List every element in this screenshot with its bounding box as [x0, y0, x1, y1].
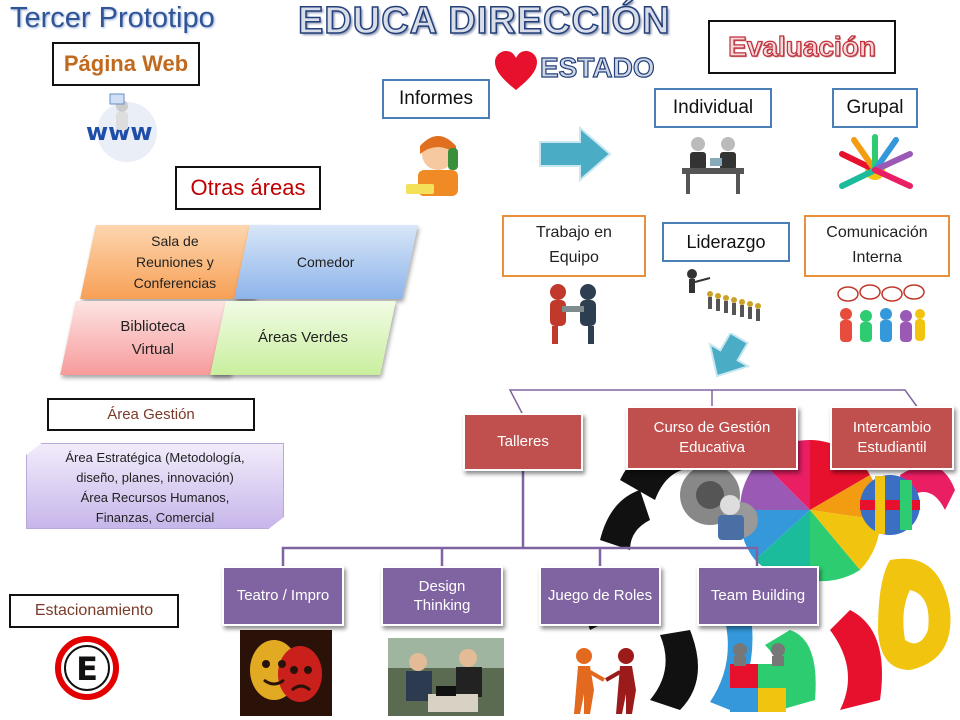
phone-call-icon [406, 136, 458, 196]
evaluacion-box[interactable]: Evaluación [708, 20, 896, 74]
design-thinking-photo [388, 638, 504, 716]
parking-icon: E [55, 636, 119, 700]
estacionamiento-label: Estacionamiento [34, 602, 154, 619]
arrow-right-icon [539, 126, 612, 182]
web-page-box[interactable]: Página Web [52, 42, 200, 86]
criteria-comunicacion[interactable]: Comunicación Interna [804, 215, 950, 277]
otras-areas-label: Otras áreas [190, 175, 306, 200]
evaluacion-label: Evaluación [727, 30, 876, 62]
node-intercambio[interactable]: Intercambio Estudiantil [830, 406, 954, 470]
grupal-box[interactable]: Grupal [832, 88, 918, 128]
puzzle-team-icon [730, 643, 786, 712]
theater-masks-icon [240, 630, 332, 716]
role-play-icon [574, 648, 636, 714]
estacionamiento-box[interactable]: Estacionamiento [9, 594, 179, 628]
node-juego-roles[interactable]: Juego de Roles [539, 566, 661, 626]
criteria-trabajo-equipo[interactable]: Trabajo en Equipo [502, 215, 646, 277]
criteria-liderazgo[interactable]: Liderazgo [662, 222, 790, 262]
individual-label: Individual [672, 97, 754, 118]
subtitle: Tercer Prototipo [10, 2, 215, 34]
page-title: EDUCA DIRECCIÓN [297, 0, 671, 43]
communication-icon [837, 284, 925, 342]
node-teatro-impro[interactable]: Teatro / Impro [222, 566, 344, 626]
www-icon: www [86, 93, 157, 162]
arrow-down-icon [708, 333, 751, 378]
gear-person-icon [680, 465, 758, 540]
otras-areas-box[interactable]: Otras áreas [175, 166, 321, 210]
area-comedor[interactable]: Comedor [234, 225, 418, 299]
area-verdes[interactable]: Áreas Verdes [210, 301, 396, 375]
area-gestion-box[interactable]: Área Gestión [47, 398, 255, 431]
web-page-label: Página Web [63, 51, 189, 76]
informes-label: Informes [399, 88, 473, 109]
gestion-description: Área Estratégica (Metodología, diseño, p… [26, 443, 284, 529]
area-gestion-label: Área Gestión [107, 406, 195, 423]
grupal-label: Grupal [846, 97, 904, 118]
heart-icon [495, 51, 537, 90]
individual-box[interactable]: Individual [654, 88, 772, 128]
node-design-thinking[interactable]: Design Thinking [381, 566, 503, 626]
informes-box[interactable]: Informes [382, 79, 490, 119]
node-team-building[interactable]: Team Building [697, 566, 819, 626]
desk-meeting-icon [682, 137, 744, 194]
parking-letter: E [76, 650, 98, 688]
leadership-icon [687, 269, 761, 321]
group-hands-icon [839, 134, 913, 189]
globe-flags-icon [860, 475, 920, 535]
node-curso-gestion[interactable]: Curso de Gestión Educativa [626, 406, 798, 470]
node-talleres[interactable]: Talleres [463, 413, 583, 471]
teamwork-icon [550, 284, 596, 344]
estado-label: ESTADO [539, 51, 655, 83]
